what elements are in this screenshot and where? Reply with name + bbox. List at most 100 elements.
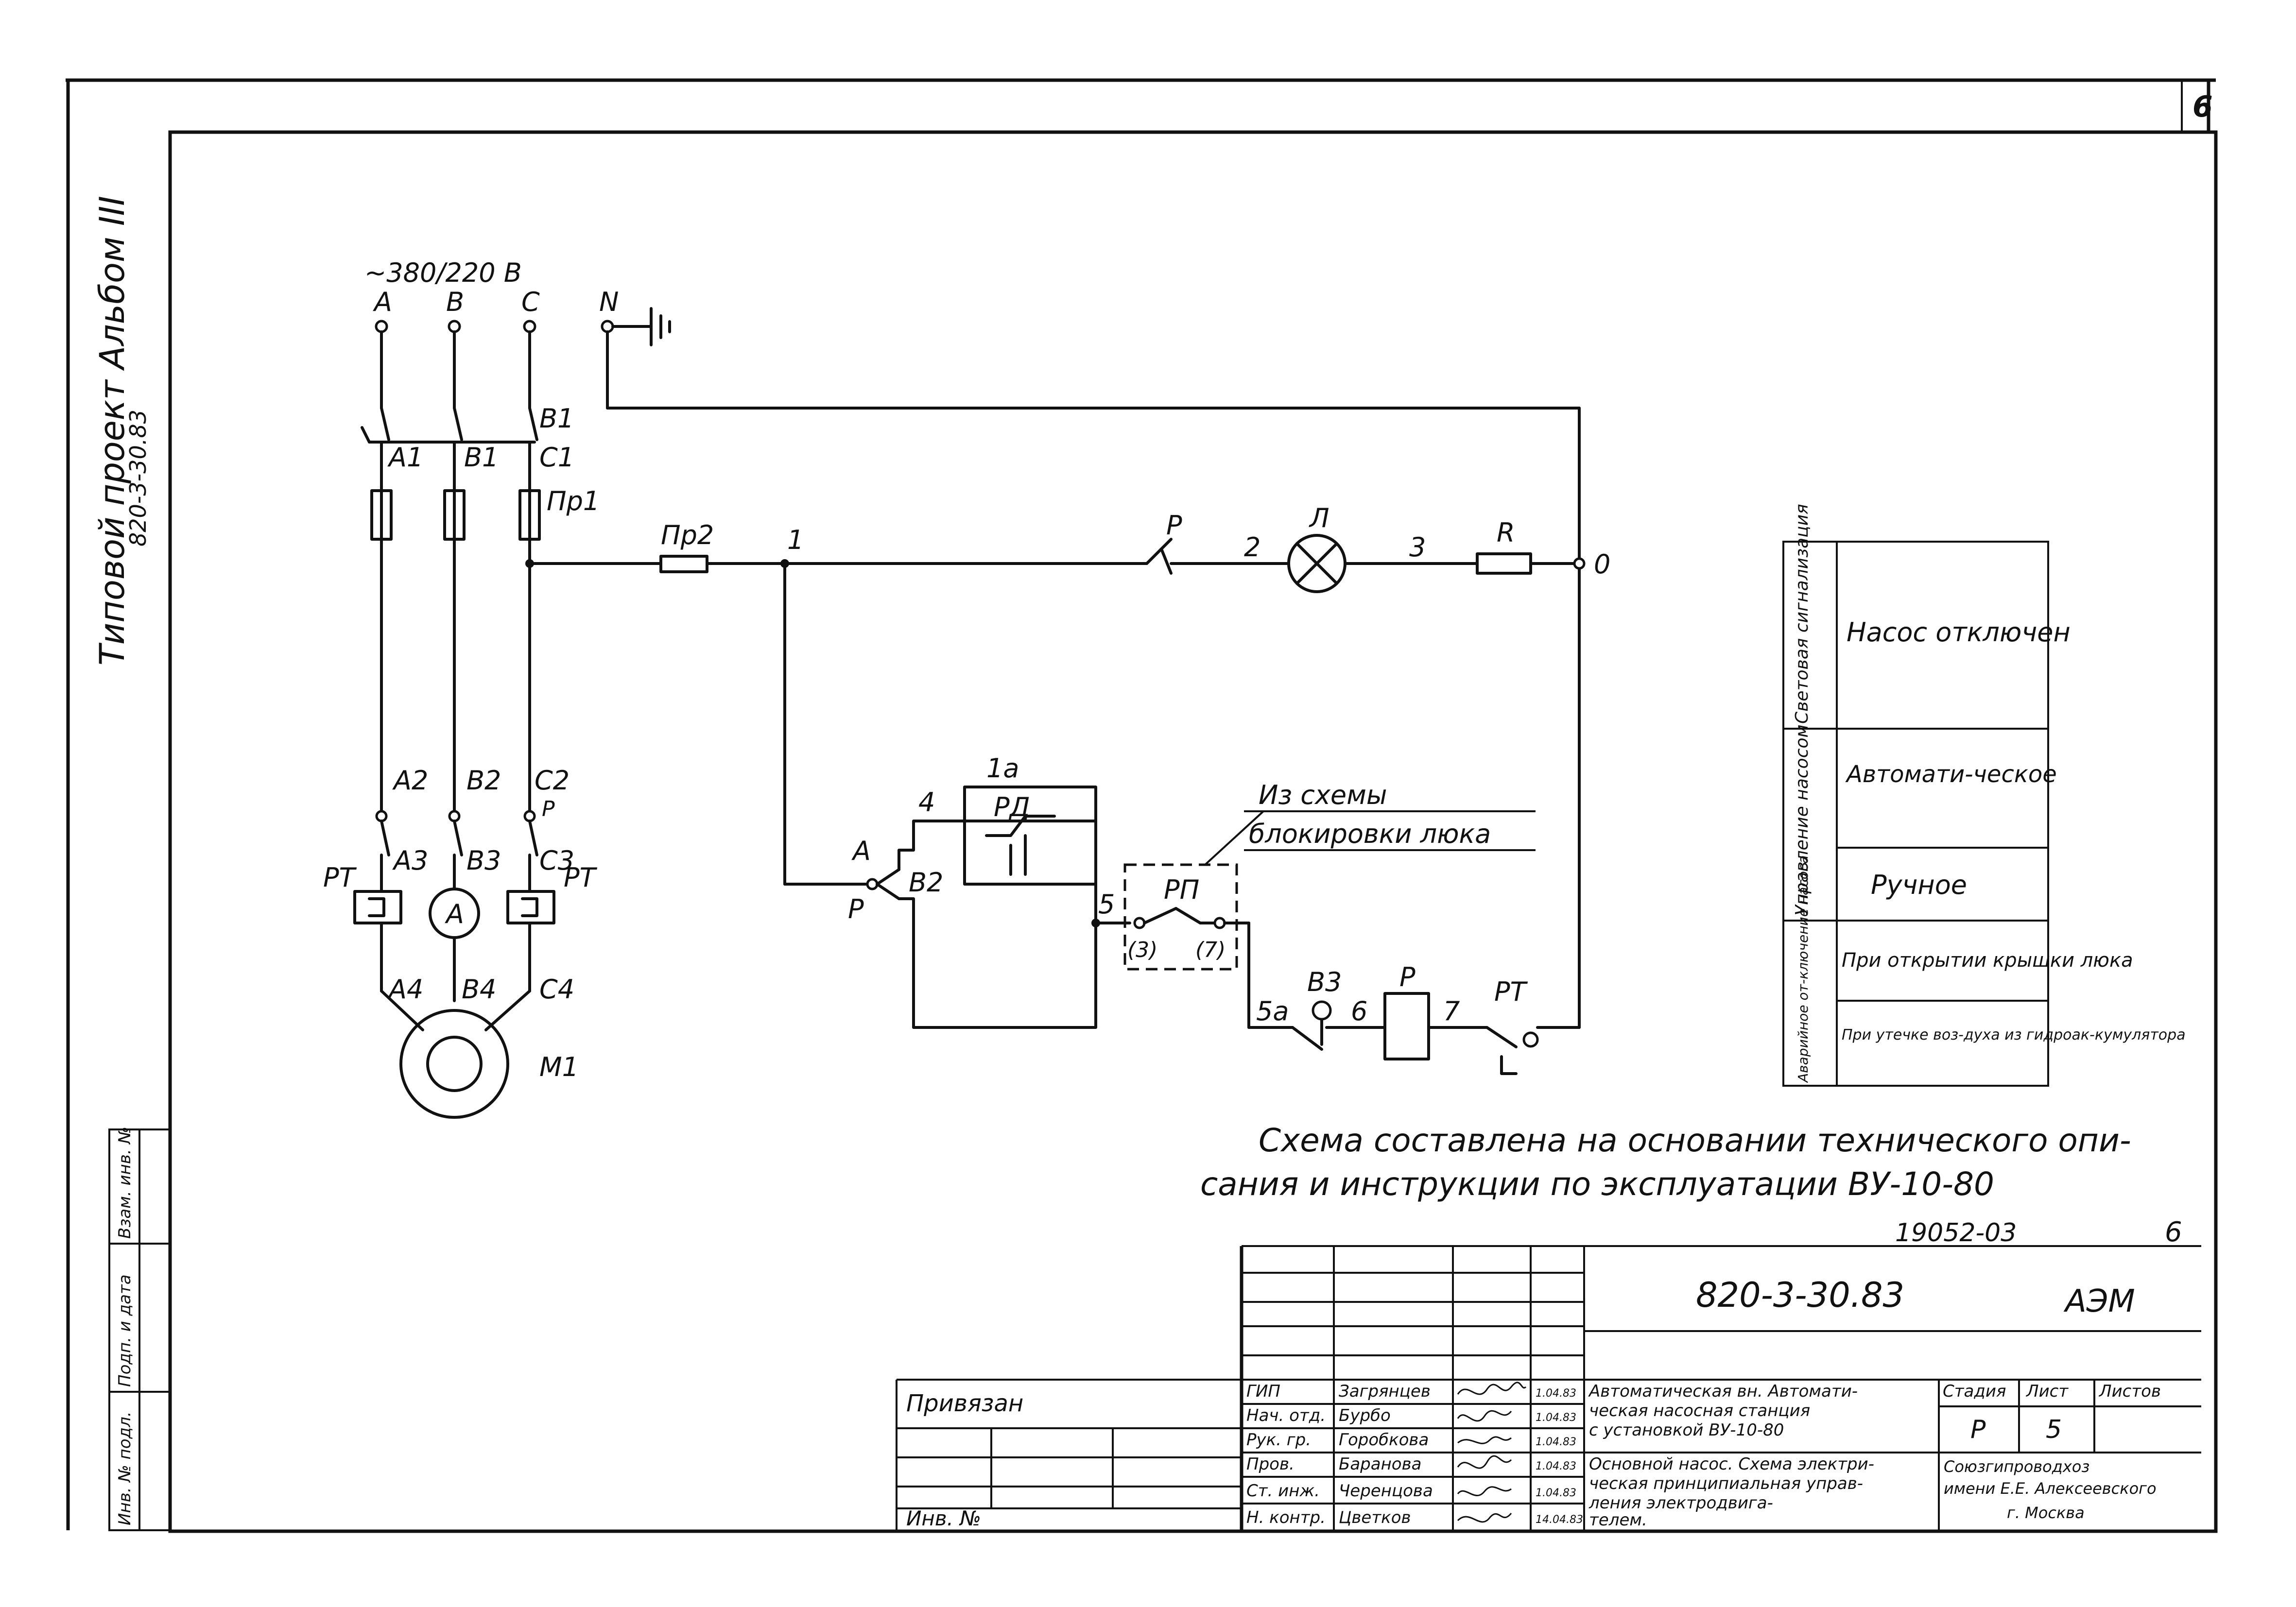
label-b1: В1 [464, 442, 499, 473]
inv-no-label: Инв. № [906, 1506, 981, 1530]
drawing-title-2: ческая принципиальная управ- [1589, 1474, 1863, 1493]
role-2: Нач. отд. [1246, 1406, 1326, 1425]
role-5: Ст. инж. [1246, 1481, 1320, 1501]
label-node-5: 5 [1098, 889, 1115, 920]
corner-sheet-number: 6 [2192, 90, 2213, 124]
date-4: 1.04.83 [1536, 1460, 1576, 1472]
date-2: 1.04.83 [1536, 1412, 1576, 1424]
label-node-3: 3 [1409, 532, 1426, 563]
label-resistor: R [1497, 517, 1515, 548]
sheet-value: 5 [2046, 1415, 2062, 1444]
name-6: Цветков [1339, 1508, 1411, 1527]
label-p-c2: Р [542, 797, 555, 821]
sheet-number: 6 [2165, 1216, 2182, 1248]
role-3: Рук. гр. [1246, 1430, 1311, 1450]
signatures [1457, 1382, 1527, 1523]
org-short: АЭМ [2063, 1283, 2135, 1319]
sheet-header: Лист [2025, 1382, 2069, 1401]
label-lamp: Л [1309, 503, 1329, 533]
label-node-6: 6 [1351, 996, 1367, 1026]
drawing-title-1: Основной насос. Схема электри- [1589, 1454, 1874, 1474]
privyazan-label: Привязан [906, 1390, 1023, 1417]
label-rt-contact: РТ [1494, 976, 1528, 1007]
date-6: 14.04.83 [1536, 1514, 1583, 1526]
label-switch-r: Р [848, 894, 864, 924]
label-contact-3: (3) [1127, 938, 1157, 962]
label-a1: А1 [387, 442, 423, 473]
label-c1: С1 [539, 442, 574, 473]
name-5: Черенцова [1339, 1481, 1433, 1501]
label-breaker: В1 [539, 403, 574, 434]
title-block [896, 1245, 2201, 1531]
label-ext-line1: Из схемы [1259, 780, 1387, 810]
project-title-3: с установкой ВУ-10-80 [1589, 1420, 1784, 1440]
label-c3: С3 [539, 845, 574, 876]
drawing-code: 820-3-30.83 [1696, 1275, 1904, 1315]
label-rt-left: РТ [323, 862, 357, 893]
date-5: 1.04.83 [1536, 1487, 1576, 1499]
note-line-1: Схема составлена на основании техническо… [1259, 1122, 2131, 1159]
label-ext-line2: блокировки люка [1249, 819, 1491, 849]
org-line-1: Союзгипроводхоз [1944, 1457, 2089, 1476]
label-switch-a: А [851, 836, 871, 866]
name-1: Загрянцев [1339, 1382, 1431, 1401]
power-circuit [353, 307, 1586, 1119]
stage-header: Стадия [1943, 1382, 2006, 1401]
label-b2: В2 [466, 765, 501, 796]
stamp-left-header-1: Инв. № подл. [115, 1411, 135, 1525]
drawing-title-3: ления электродвига- [1588, 1493, 1773, 1513]
legend-cell-auto: Автомати-ческое [1845, 761, 2057, 788]
label-b4: В4 [462, 974, 496, 1005]
label-node-1: 1 [787, 525, 804, 555]
name-3: Горобкова [1339, 1430, 1429, 1450]
label-phase-n: N [599, 287, 619, 317]
org-line-3: г. Москва [2007, 1504, 2085, 1522]
label-coil-p: Р [1399, 962, 1416, 992]
stamp-left-header-2: Подп. и дата [115, 1274, 135, 1387]
label-phase-b: B [446, 287, 464, 317]
date-1: 1.04.83 [1536, 1387, 1576, 1400]
label-phase-c: C [521, 287, 540, 317]
legend-head-2: Управление насосом [1792, 724, 1812, 916]
label-rp: РП [1164, 874, 1199, 905]
label-node-5a: 5а [1256, 996, 1289, 1026]
role-1: ГИП [1246, 1382, 1280, 1401]
label-node-4: 4 [918, 787, 935, 818]
label-a3: А3 [392, 845, 428, 876]
sheet-number-handwritten: 19052-03 [1895, 1218, 2017, 1248]
label-node-7: 7 [1443, 996, 1460, 1026]
org-line-2: имени Е.Е. Алексеевского [1944, 1479, 2157, 1498]
sheet-frame [66, 78, 2218, 1533]
project-title-1: Автоматическая вн. Автомати- [1588, 1382, 1858, 1401]
label-node-1a: 1а [986, 753, 1019, 784]
label-rd: РД [994, 792, 1030, 822]
label-node-0: 0 [1594, 549, 1610, 580]
label-contact-7: (7) [1195, 938, 1226, 962]
label-contact-p: Р [1166, 510, 1182, 541]
label-phase-a: A [373, 287, 392, 317]
legend-cell-pump-off: Насос отключен [1847, 617, 2071, 648]
label-motor: М1 [539, 1052, 579, 1082]
role-4: Пров. [1246, 1454, 1295, 1474]
label-a4: А4 [387, 974, 423, 1005]
label-switch-v2: В2 [909, 867, 943, 898]
role-6: Н. контр. [1246, 1508, 1326, 1527]
label-v3: В3 [1307, 967, 1342, 997]
label-c2: С2 [535, 765, 570, 796]
legend-cell-leak: При утечке воз-духа из гидроак-кумулятор… [1842, 1026, 2186, 1043]
side-code: 820-3-30.83 [125, 410, 151, 547]
legend-table [1782, 541, 2049, 1087]
date-3: 1.04.83 [1536, 1436, 1576, 1448]
name-2: Бурбо [1339, 1406, 1391, 1425]
label-ammeter: А [445, 899, 464, 929]
label-c4: С4 [539, 974, 574, 1005]
name-4: Баранова [1339, 1454, 1421, 1474]
stage-value: Р [1970, 1415, 1986, 1444]
sheets-header: Листов [2098, 1382, 2161, 1401]
legend-cell-hatch: При открытии крышки люка [1842, 949, 2133, 972]
side-title: Типовой проект Альбом III [92, 196, 132, 666]
label-supply: ~380/220 В [364, 257, 522, 288]
label-rt-right: РТ [564, 862, 598, 893]
label-node-2: 2 [1244, 532, 1260, 563]
note-line-2: сания и инструкции по эксплуатации ВУ-10… [1200, 1165, 1994, 1203]
